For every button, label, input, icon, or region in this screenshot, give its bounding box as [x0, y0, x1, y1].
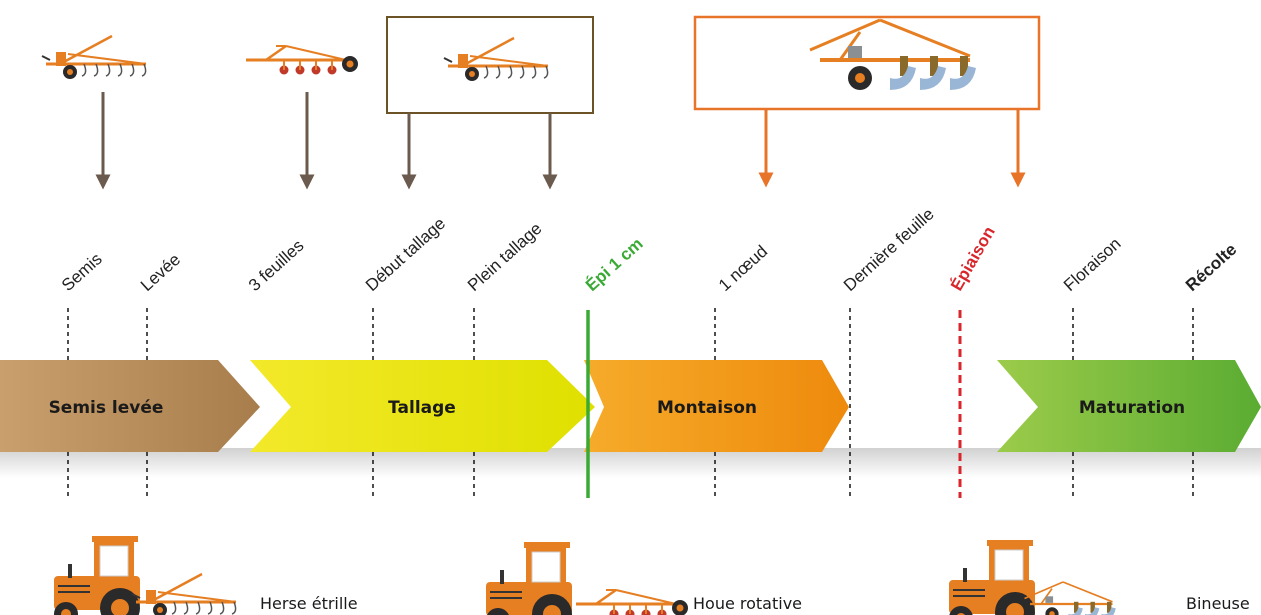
stage-label-semis-levee: Semis levée	[49, 398, 164, 418]
milestone-label-semis: Semis	[58, 249, 106, 295]
milestone-label-plein-tallage: Plein tallage	[464, 219, 546, 295]
stage-semis-levee	[0, 360, 260, 452]
hoeing-machine-icon	[1023, 580, 1117, 615]
rotary-hoe-icon	[244, 44, 360, 76]
legend-label-bineuse: Bineuse	[1186, 594, 1250, 613]
stage-montaison	[584, 360, 849, 452]
milestone-label-epi-1-cm: Épi 1 cm	[582, 234, 647, 295]
legend-bineuse: Bineuse	[948, 539, 1250, 615]
legend-label-herse-etrille: Herse étrille	[260, 594, 358, 613]
tractor-icon	[948, 539, 1036, 615]
stage-label-montaison: Montaison	[657, 398, 757, 418]
milestone-label-recolte: Récolte	[1182, 240, 1240, 295]
harrow-icon	[40, 34, 148, 81]
milestone-label-1-noeud: 1 nœud	[715, 242, 771, 295]
tractor-icon	[53, 535, 141, 615]
legend-houe-rotative: Houe rotative	[485, 541, 802, 615]
hoeing-machine-icon	[808, 18, 978, 92]
tractor-icon	[485, 541, 573, 615]
stage-maturation	[997, 360, 1261, 452]
stage-label-maturation: Maturation	[1079, 398, 1185, 418]
harrow-period-box	[386, 16, 594, 114]
milestone-label-epiaison: Épiaison	[947, 223, 999, 294]
legend-herse-etrille: Herse étrille	[53, 535, 358, 615]
rotary-hoe-icon	[574, 588, 690, 615]
harrow-icon	[442, 36, 550, 83]
milestone-label-levee: Levée	[137, 250, 184, 295]
milestone-label-debut-tallage: Début tallage	[362, 214, 449, 295]
hoeing-period-box	[693, 15, 1041, 111]
legend-label-houe-rotative: Houe rotative	[693, 594, 802, 613]
harrow-icon	[130, 572, 238, 615]
milestone-label-3-feuilles: 3 feuilles	[245, 236, 308, 295]
stage-label-tallage: Tallage	[388, 398, 456, 418]
milestone-label-floraison: Floraison	[1060, 234, 1125, 295]
milestone-label-derniere-feuille: Dernière feuille	[840, 204, 938, 295]
stage-tallage	[250, 360, 595, 452]
